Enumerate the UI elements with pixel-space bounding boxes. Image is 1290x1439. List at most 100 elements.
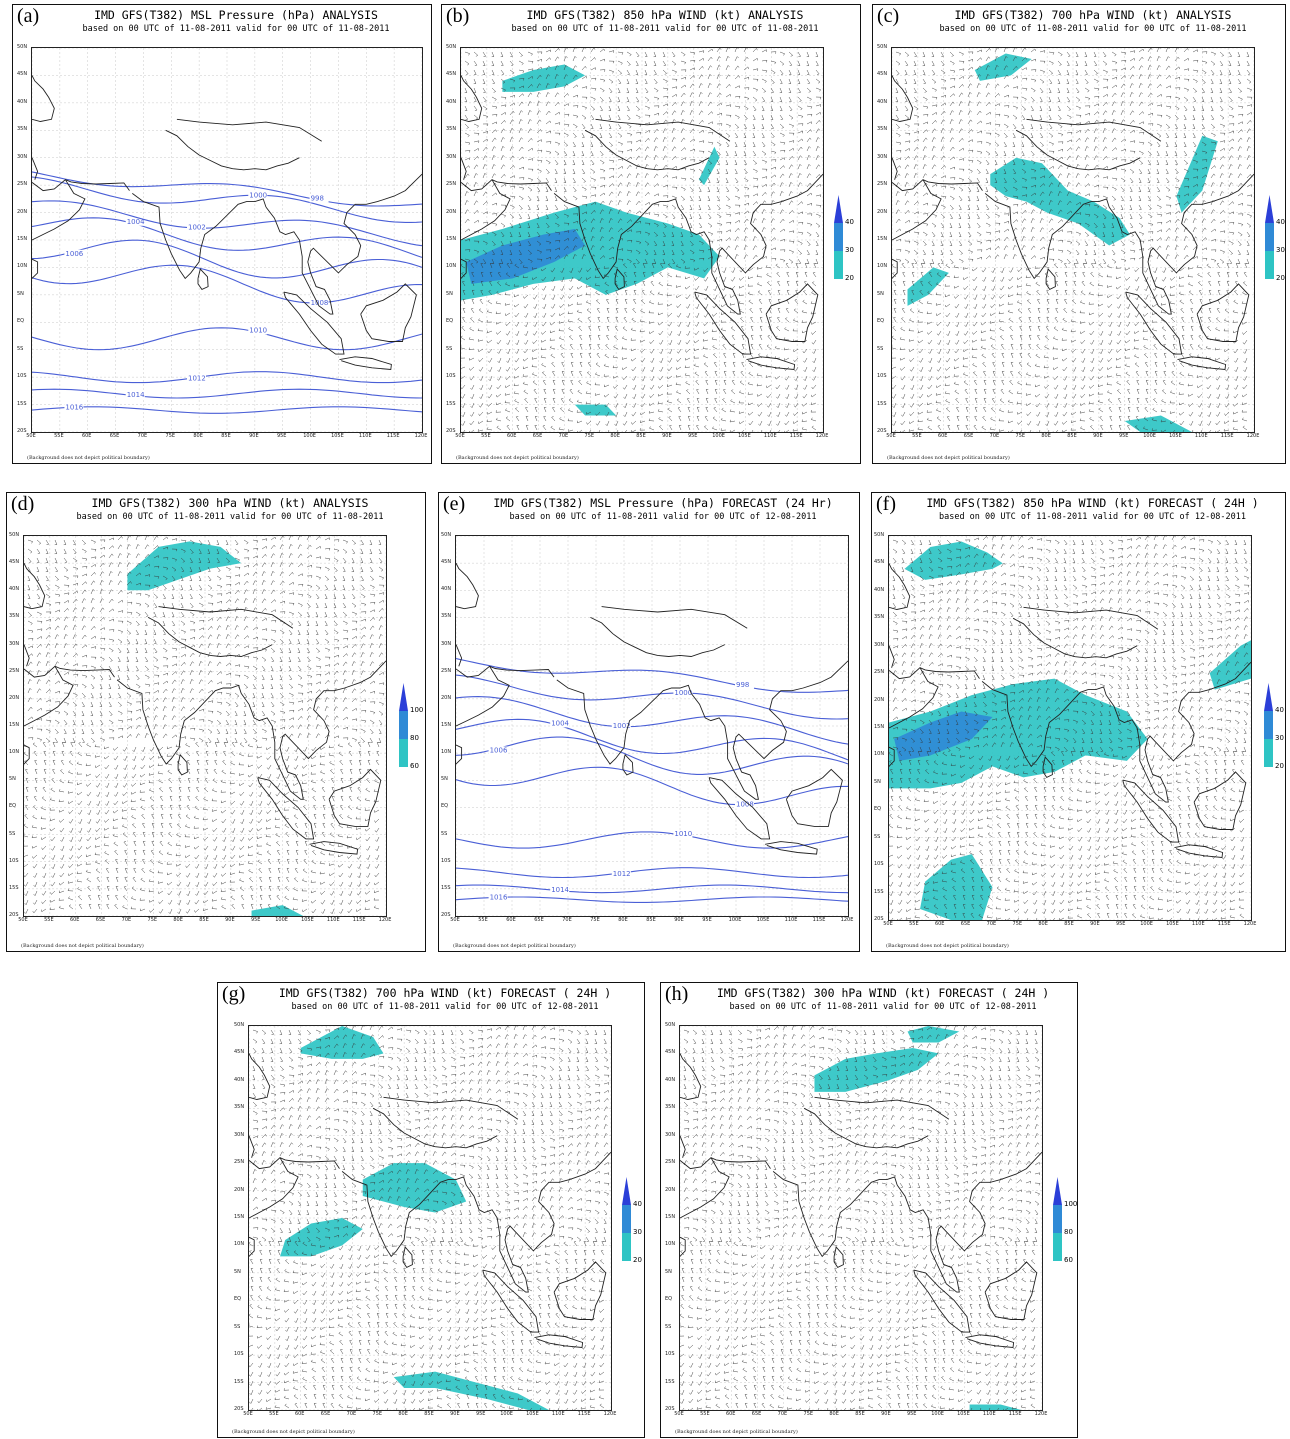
lat-tick-label: 10N [877, 263, 888, 270]
isobar [32, 327, 422, 351]
colorbar-label: 40 [1276, 218, 1285, 226]
map-svg [461, 48, 823, 432]
lat-tick-label: 5N [9, 776, 16, 783]
lon-tick-label: 100E [712, 433, 725, 439]
lat-tick-label: 20N [441, 694, 452, 701]
lat-tick-label: 20N [17, 208, 28, 215]
lon-tick-label: 55E [700, 1411, 710, 1417]
isobar [456, 658, 848, 693]
lon-tick-label: 65E [95, 917, 106, 923]
lat-tick-label: EQ [665, 1296, 673, 1303]
map-frame [888, 535, 1252, 921]
lon-tick-label: 100E [931, 1411, 944, 1417]
lat-tick-label: 45N [874, 559, 885, 566]
lat-tick-label: 20N [446, 208, 457, 215]
colorbar-low [834, 251, 843, 279]
lat-tick-label: 40N [874, 586, 885, 593]
colorbar-mid [834, 223, 843, 251]
panel-footnote: (Background does not depict political bo… [21, 943, 144, 949]
panel-b: (b) IMD GFS(T382) 850 hPa WIND (kt) ANAL… [441, 4, 861, 464]
isobar-label: 1010 [674, 830, 692, 838]
coastline [584, 129, 710, 171]
lat-tick-label: 20S [234, 1406, 244, 1412]
coastline [283, 291, 345, 355]
lat-tick-label: 25N [446, 181, 457, 188]
lon-tick-label: 50E [455, 433, 465, 439]
coastline [708, 777, 771, 840]
wind-speed-shading [300, 1026, 384, 1059]
panel-title: IMD GFS(T382) MSL Pressure (hPa) FORECAS… [493, 496, 833, 510]
panel-subtitle: based on 00 UTC of 11-08-2011 valid for … [76, 512, 384, 522]
coastline [984, 193, 1110, 280]
lon-tick-label: 115E [1217, 921, 1231, 927]
lon-tick-label: 120E [414, 433, 428, 439]
lon-tick-label: 85E [1064, 921, 1074, 927]
lon-tick-label: 95E [1115, 921, 1126, 927]
lat-tick-label: 50N [874, 532, 885, 538]
isobar-label: 1000 [674, 689, 692, 697]
lon-tick-label: 70E [562, 917, 572, 923]
lon-tick-label: 105E [957, 1411, 970, 1417]
lat-tick-label: EQ [441, 803, 449, 810]
map-frame [679, 1025, 1043, 1411]
colorbar-svg [622, 1177, 631, 1261]
lat-tick-label: 35N [446, 126, 457, 133]
lat-tick-label: 30N [441, 640, 452, 647]
lat-tick-label: 35N [441, 613, 452, 620]
coastline [889, 667, 939, 729]
coastline [461, 258, 467, 280]
panel-subtitle: based on 00 UTC of 11-08-2011 valid for … [509, 512, 817, 522]
map-svg [24, 536, 386, 916]
lon-tick-label: 75E [147, 917, 158, 923]
coastline [249, 1157, 340, 1170]
coastline [339, 356, 392, 370]
lat-tick-label: 5S [877, 345, 884, 352]
lat-tick-label: 25N [234, 1159, 245, 1166]
lat-tick-label: 40N [877, 98, 888, 105]
lon-tick-label: 65E [532, 433, 543, 439]
lat-tick-label: 5S [665, 1323, 672, 1330]
lat-tick-label: 15N [446, 236, 457, 242]
wind-speed-shading [461, 201, 720, 301]
lat-tick-label: 10N [665, 1241, 676, 1248]
lon-tick-label: 75E [590, 917, 600, 923]
lat-tick-label: 15S [9, 884, 19, 891]
lon-tick-label: 65E [963, 433, 974, 439]
panel-title: IMD GFS(T382) 300 hPa WIND (kt) FORECAST… [716, 986, 1050, 1000]
panel-letter: (g) [222, 983, 246, 1005]
panel-letter: (d) [11, 493, 35, 515]
lat-tick-label: EQ [446, 318, 454, 325]
lon-tick-label: 110E [784, 917, 798, 923]
coastline [680, 1236, 686, 1258]
lat-tick-label: 20S [665, 1406, 675, 1412]
lat-tick-label: 20S [446, 428, 456, 434]
lat-tick-label: 10S [17, 373, 27, 380]
lon-tick-label: 100E [728, 917, 742, 923]
panel-c: (c) IMD GFS(T382) 700 hPa WIND (kt) ANAL… [872, 4, 1286, 464]
colorbar-label: 30 [633, 1228, 642, 1236]
panel-title: IMD GFS(T382) MSL Pressure (hPa) ANALYSI… [94, 8, 378, 22]
colorbar-top [1264, 683, 1273, 711]
lon-tick-label: 75E [584, 433, 595, 439]
lat-tick-label: 5N [17, 290, 24, 297]
lon-tick-label: 60E [294, 1411, 305, 1417]
panel-subtitle: based on 00 UTC of 11-08-2011 valid for … [938, 512, 1247, 522]
panel-letter: (f) [876, 493, 896, 515]
lat-tick-label: 35N [9, 613, 20, 620]
isobar [32, 171, 422, 207]
colorbar-label: 30 [845, 246, 854, 254]
isobar [456, 884, 848, 894]
colorbar-svg [399, 683, 408, 767]
lon-tick-label: 50E [18, 917, 28, 923]
lat-tick-label: 35N [234, 1104, 245, 1111]
wind-speed-shading [814, 1047, 939, 1092]
lat-tick-label: 10S [874, 861, 884, 868]
lon-tick-label: 105E [301, 917, 314, 923]
lat-tick-label: 15N [874, 724, 885, 730]
lon-tick-label: 85E [646, 917, 656, 923]
lat-tick-label: 20N [234, 1186, 245, 1193]
lat-tick-label: 5N [665, 1268, 672, 1275]
